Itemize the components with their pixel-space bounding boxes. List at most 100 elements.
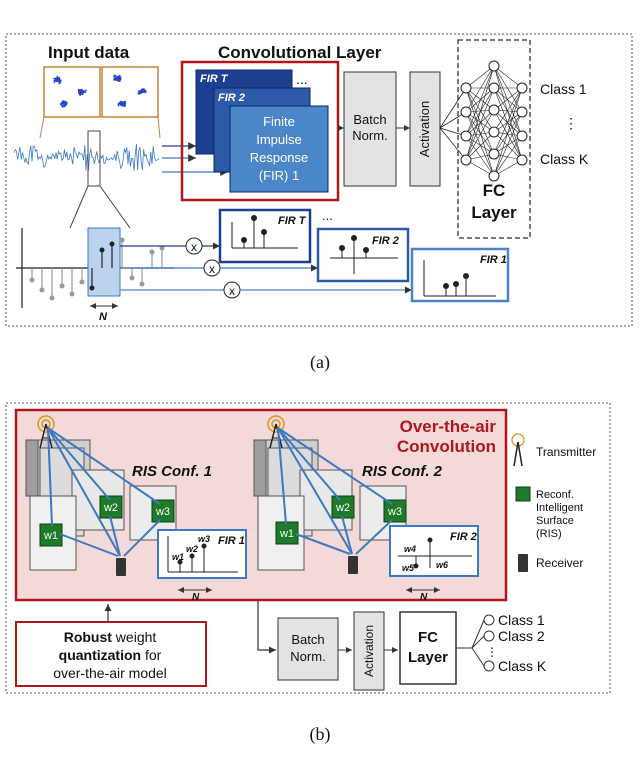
batch-norm-label: Batch: [353, 112, 386, 127]
signal-rays: [47, 427, 161, 557]
scatter-plot-1: [43, 66, 101, 118]
multiply-symbol: x: [209, 262, 215, 276]
legend: Transmitter Reconf. Intelligent Surface …: [511, 433, 596, 572]
batch-norm-box-b: [277, 617, 339, 681]
scatter-dots: [53, 74, 147, 108]
legend-ris: Reconf.: [536, 489, 574, 501]
fir-2-card-label: FIR 2: [218, 92, 245, 104]
class-k-label-b: Class K: [498, 658, 547, 674]
ota-fir-2-stems: [398, 537, 472, 569]
building-side: [253, 439, 267, 497]
class-vdots: ⋮: [564, 115, 578, 131]
ris-w3-label: w3: [155, 506, 170, 518]
caption-b: (b): [310, 724, 331, 745]
receiver-icon: [348, 556, 358, 574]
receiver-icon: [116, 558, 126, 576]
robust-line-2: quantization for: [59, 647, 162, 663]
ota-fir-1-stems: [167, 536, 238, 573]
fir-1-card: [229, 105, 329, 193]
multiply-symbol: x: [229, 284, 235, 298]
ris-w1: [275, 521, 299, 545]
conv-layer-title: Convolutional Layer: [218, 43, 382, 62]
class-1-label-b: Class 1: [498, 612, 545, 628]
fir-dots: ...: [296, 71, 308, 87]
fir-1-plot: [410, 247, 510, 303]
ris-w1-label: w1: [43, 530, 58, 542]
ris-w3: [383, 499, 407, 523]
ris-w3-label: w3: [387, 506, 402, 518]
robust-line-1: Robust weight: [64, 629, 157, 645]
robust-quantization-box: [15, 621, 207, 687]
fir-1-text-line: (FIR) 1: [259, 168, 299, 183]
fir-t-plot-label: FIR T: [278, 215, 307, 227]
ota-fir-2-label: FIR 2: [450, 531, 477, 543]
fc-layer-label: Layer: [471, 203, 517, 222]
legend-ris: Intelligent: [536, 502, 583, 514]
ris-w2-label: w2: [103, 502, 118, 514]
class-vdots-b: ⋮: [486, 645, 498, 659]
ris-w3: [151, 499, 175, 523]
neural-network: [439, 60, 528, 182]
batch-norm-box: [343, 71, 397, 187]
ota-fir-1-plot: [157, 529, 247, 579]
fir-2-plot: [316, 227, 410, 283]
fir-1-plot-label: FIR 1: [480, 254, 507, 266]
transmitter-legend-icon: [511, 433, 525, 467]
panel-a: Input data Convolutional Layer FIR T ...…: [5, 33, 633, 373]
scatter-plot-2: [101, 66, 159, 118]
fir-2-plot-label: FIR 2: [372, 235, 399, 247]
n-label: N: [99, 311, 108, 323]
robust-line-3: over-the-air model: [53, 665, 167, 681]
fir-t-stems: [231, 215, 298, 249]
n-label: N: [192, 592, 200, 603]
scatter-link: [39, 116, 45, 139]
class-2-label-b: Class 2: [498, 628, 545, 644]
multiply-symbol: x: [191, 240, 197, 254]
building-side: [25, 439, 39, 497]
activation-box-b: [353, 611, 385, 691]
ris-conf-1-label: RIS Conf. 1: [132, 463, 212, 480]
activation-box: [409, 71, 441, 187]
window-highlight: [87, 227, 121, 297]
waveform-signal: [13, 143, 160, 171]
batch-norm-label: Norm.: [352, 128, 387, 143]
zoom-line: [69, 185, 89, 229]
activation-label-b: Activation: [362, 625, 376, 677]
fir2-weight-label: w6: [436, 560, 449, 570]
ris-legend-icon: [515, 486, 531, 502]
conv-layer-box: [180, 60, 340, 202]
fir-1-text-line: Finite: [263, 114, 295, 129]
ris-conf-2-label: RIS Conf. 2: [362, 463, 443, 480]
fc-layer-label-b: Layer: [408, 649, 448, 666]
fir-1-stems: [423, 260, 496, 297]
ota-fir-2-plot: [389, 525, 479, 577]
class-1-label: Class 1: [540, 81, 587, 97]
class-tree: [456, 614, 495, 672]
zoom-line: [99, 185, 131, 229]
fir2-weight-label: w5: [402, 563, 415, 573]
legend-receiver: Receiver: [536, 556, 583, 570]
fir1-weight-label: w2: [186, 544, 198, 554]
input-data-title: Input data: [48, 43, 130, 62]
ris-scene-2: w1 w2 w3 RIS Conf. 2: [253, 415, 479, 603]
ota-title: Over-the-air: [400, 417, 497, 436]
fir-t-card-label: FIR T: [200, 73, 229, 85]
signal-stems: [29, 237, 165, 301]
window-selection: [87, 130, 101, 187]
ris-scene-1: w1 w2 w3: [25, 415, 247, 603]
scatter-link: [157, 116, 161, 139]
fir-1-text-line: Response: [250, 150, 309, 165]
caption-a: (a): [310, 352, 330, 373]
ota-title: Convolution: [397, 437, 496, 456]
fir-t-plot: [218, 208, 312, 264]
ota-fir-1-label: FIR 1: [218, 535, 245, 547]
panel-b: Over-the-air Convolution w1 w2 w3: [5, 402, 611, 745]
fir-2-stems: [330, 235, 398, 274]
receiver-legend-icon: [518, 554, 528, 572]
n-label: N: [420, 592, 428, 603]
arrow-to-batchnorm-b: [257, 600, 276, 654]
fir-plot-dots: ...: [322, 208, 333, 223]
legend-ris: Surface: [536, 515, 574, 527]
class-k-label: Class K: [540, 151, 589, 167]
